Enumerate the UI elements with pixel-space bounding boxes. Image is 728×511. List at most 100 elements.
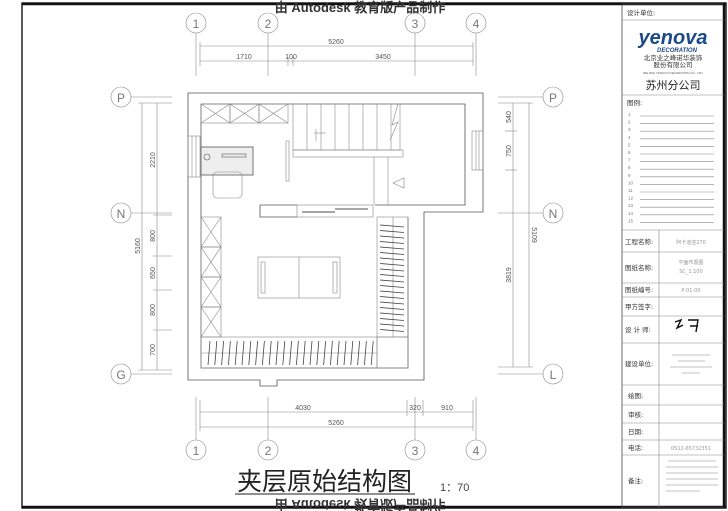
hanger-mark: [228, 340, 231, 366]
axis-label: 4: [473, 17, 480, 31]
axis-label: N: [549, 207, 558, 221]
window-left: [187, 135, 201, 178]
staircase: [285, 103, 405, 205]
sliding-door: [296, 204, 374, 218]
axis-label: 1: [193, 444, 200, 458]
builder-label: 建设单位:: [625, 359, 653, 368]
drawing-scale: 1：70: [440, 482, 469, 494]
dimensions-right: [498, 102, 533, 368]
axis-markers-bottom: 1 2 3 4: [185, 397, 487, 461]
dim-top-total: 5260: [328, 39, 344, 46]
hanger-mark: [379, 235, 405, 239]
sheet-frame: [21, 2, 727, 509]
hanger-mark: [296, 340, 299, 366]
legend-number: 1: [628, 112, 631, 117]
axis-label: 2: [265, 17, 272, 31]
hanger-mark: [379, 301, 405, 305]
hanger-mark: [241, 340, 245, 366]
hanger-mark: [379, 323, 405, 327]
company-name-cn2: 股份有限公司: [654, 60, 693, 69]
hanger-mark: [336, 340, 340, 366]
dim-left-a: 2210: [150, 152, 157, 168]
legend-number: 7: [628, 158, 631, 163]
legend-number: 11: [628, 188, 633, 193]
hanger-mark: [275, 340, 279, 366]
axis-label: P: [117, 91, 125, 105]
dim-bottom-a: 4030: [295, 405, 311, 412]
axis-markers-right: P N L: [498, 86, 564, 385]
legend-label: 图例:: [627, 98, 642, 107]
drawing-no-label: 图纸编号:: [625, 285, 653, 294]
designer-signature: [674, 318, 699, 333]
desk: [200, 146, 254, 176]
dim-top-a: 1710: [236, 54, 252, 61]
dim-bottom-b: 320: [409, 405, 421, 412]
axis-label: G: [116, 368, 125, 382]
axis-label: 4: [473, 444, 480, 458]
dim-bottom-c: 910: [441, 405, 453, 412]
wardrobe-left: [200, 216, 222, 338]
client-sign-label: 甲方签字:: [625, 302, 653, 311]
hanger-mark: [289, 340, 292, 366]
dim-left-c: 650: [150, 267, 157, 279]
review-label: 审核:: [628, 410, 643, 419]
hanger-mark: [357, 340, 360, 366]
dim-bottom-total: 5260: [328, 420, 344, 427]
hanger-mark: [379, 307, 405, 310]
remark-label: 备注:: [628, 476, 643, 485]
title-block: 设计单位: yenova DECORATION 北京业之峰诺华装饰 股份有限公司…: [621, 3, 726, 508]
hanger-mark: [262, 340, 265, 366]
dimensions-top: [199, 42, 474, 66]
hanger-mark: [302, 340, 306, 366]
hanger-mark: [309, 340, 313, 366]
drawing-name-value: 平面布置图: [678, 259, 703, 266]
hanger-mark: [350, 340, 354, 366]
hanger-mark: [379, 257, 405, 261]
designer-label: 设 计 师:: [625, 325, 651, 334]
design-unit-label: 设计单位:: [627, 8, 655, 17]
phone-label: 电话:: [628, 443, 643, 452]
hanger-mark: [207, 340, 211, 366]
hanger-mark: [330, 340, 333, 366]
hanger-mark: [364, 340, 367, 366]
branch-name: 苏州分公司: [646, 79, 701, 92]
dim-top-c: 3450: [375, 54, 391, 61]
hanger-mark: [282, 340, 286, 366]
hanger-mark: [214, 340, 218, 366]
wardrobe-bottom: [200, 336, 409, 369]
dimensions-bottom: [199, 400, 474, 431]
legend-number: 2: [628, 120, 631, 125]
hanger-mark: [370, 340, 374, 366]
hanger-mark: [234, 340, 238, 366]
hanger-mark: [379, 252, 405, 255]
hanger-mark: [248, 340, 252, 366]
hanger-mark: [268, 340, 272, 366]
legend-number: 8: [628, 165, 631, 170]
company-name-en: BEIJING YENOVO DECORATION CO., LTD: [643, 71, 703, 75]
legend-number: 6: [628, 150, 631, 155]
hanger-mark: [255, 340, 258, 366]
company-name-cn: 北京业之峰诺华装饰: [644, 53, 703, 62]
hanger-mark: [379, 274, 405, 277]
logo-subtitle: DECORATION: [657, 48, 698, 54]
legend-number: 15: [628, 218, 634, 223]
axis-markers-top: 1 2 3 4: [185, 12, 487, 76]
dim-left-e: 700: [150, 344, 157, 356]
watermark-top: 由 Autodesk 教育版产品制作: [275, 0, 445, 15]
legend-number: 10: [628, 180, 634, 185]
axis-label: N: [117, 207, 126, 221]
dim-top-b: 100: [285, 54, 297, 61]
watermark-bottom-mirrored: 由 Autodesk 教育版产品制作: [275, 497, 445, 511]
axis-label: 3: [412, 17, 419, 31]
wardrobe-right: [376, 216, 409, 338]
axis-label: P: [549, 91, 557, 105]
hanger-mark: [316, 340, 320, 366]
dim-right-c: 3819: [506, 267, 513, 283]
project-label: 工程名称:: [625, 237, 653, 246]
hanger-mark: [379, 263, 405, 266]
date-label: 日期:: [628, 428, 643, 436]
axis-label: 1: [193, 17, 200, 31]
dim-left-total: 5160: [135, 238, 142, 254]
dimensions-left: [138, 102, 172, 371]
